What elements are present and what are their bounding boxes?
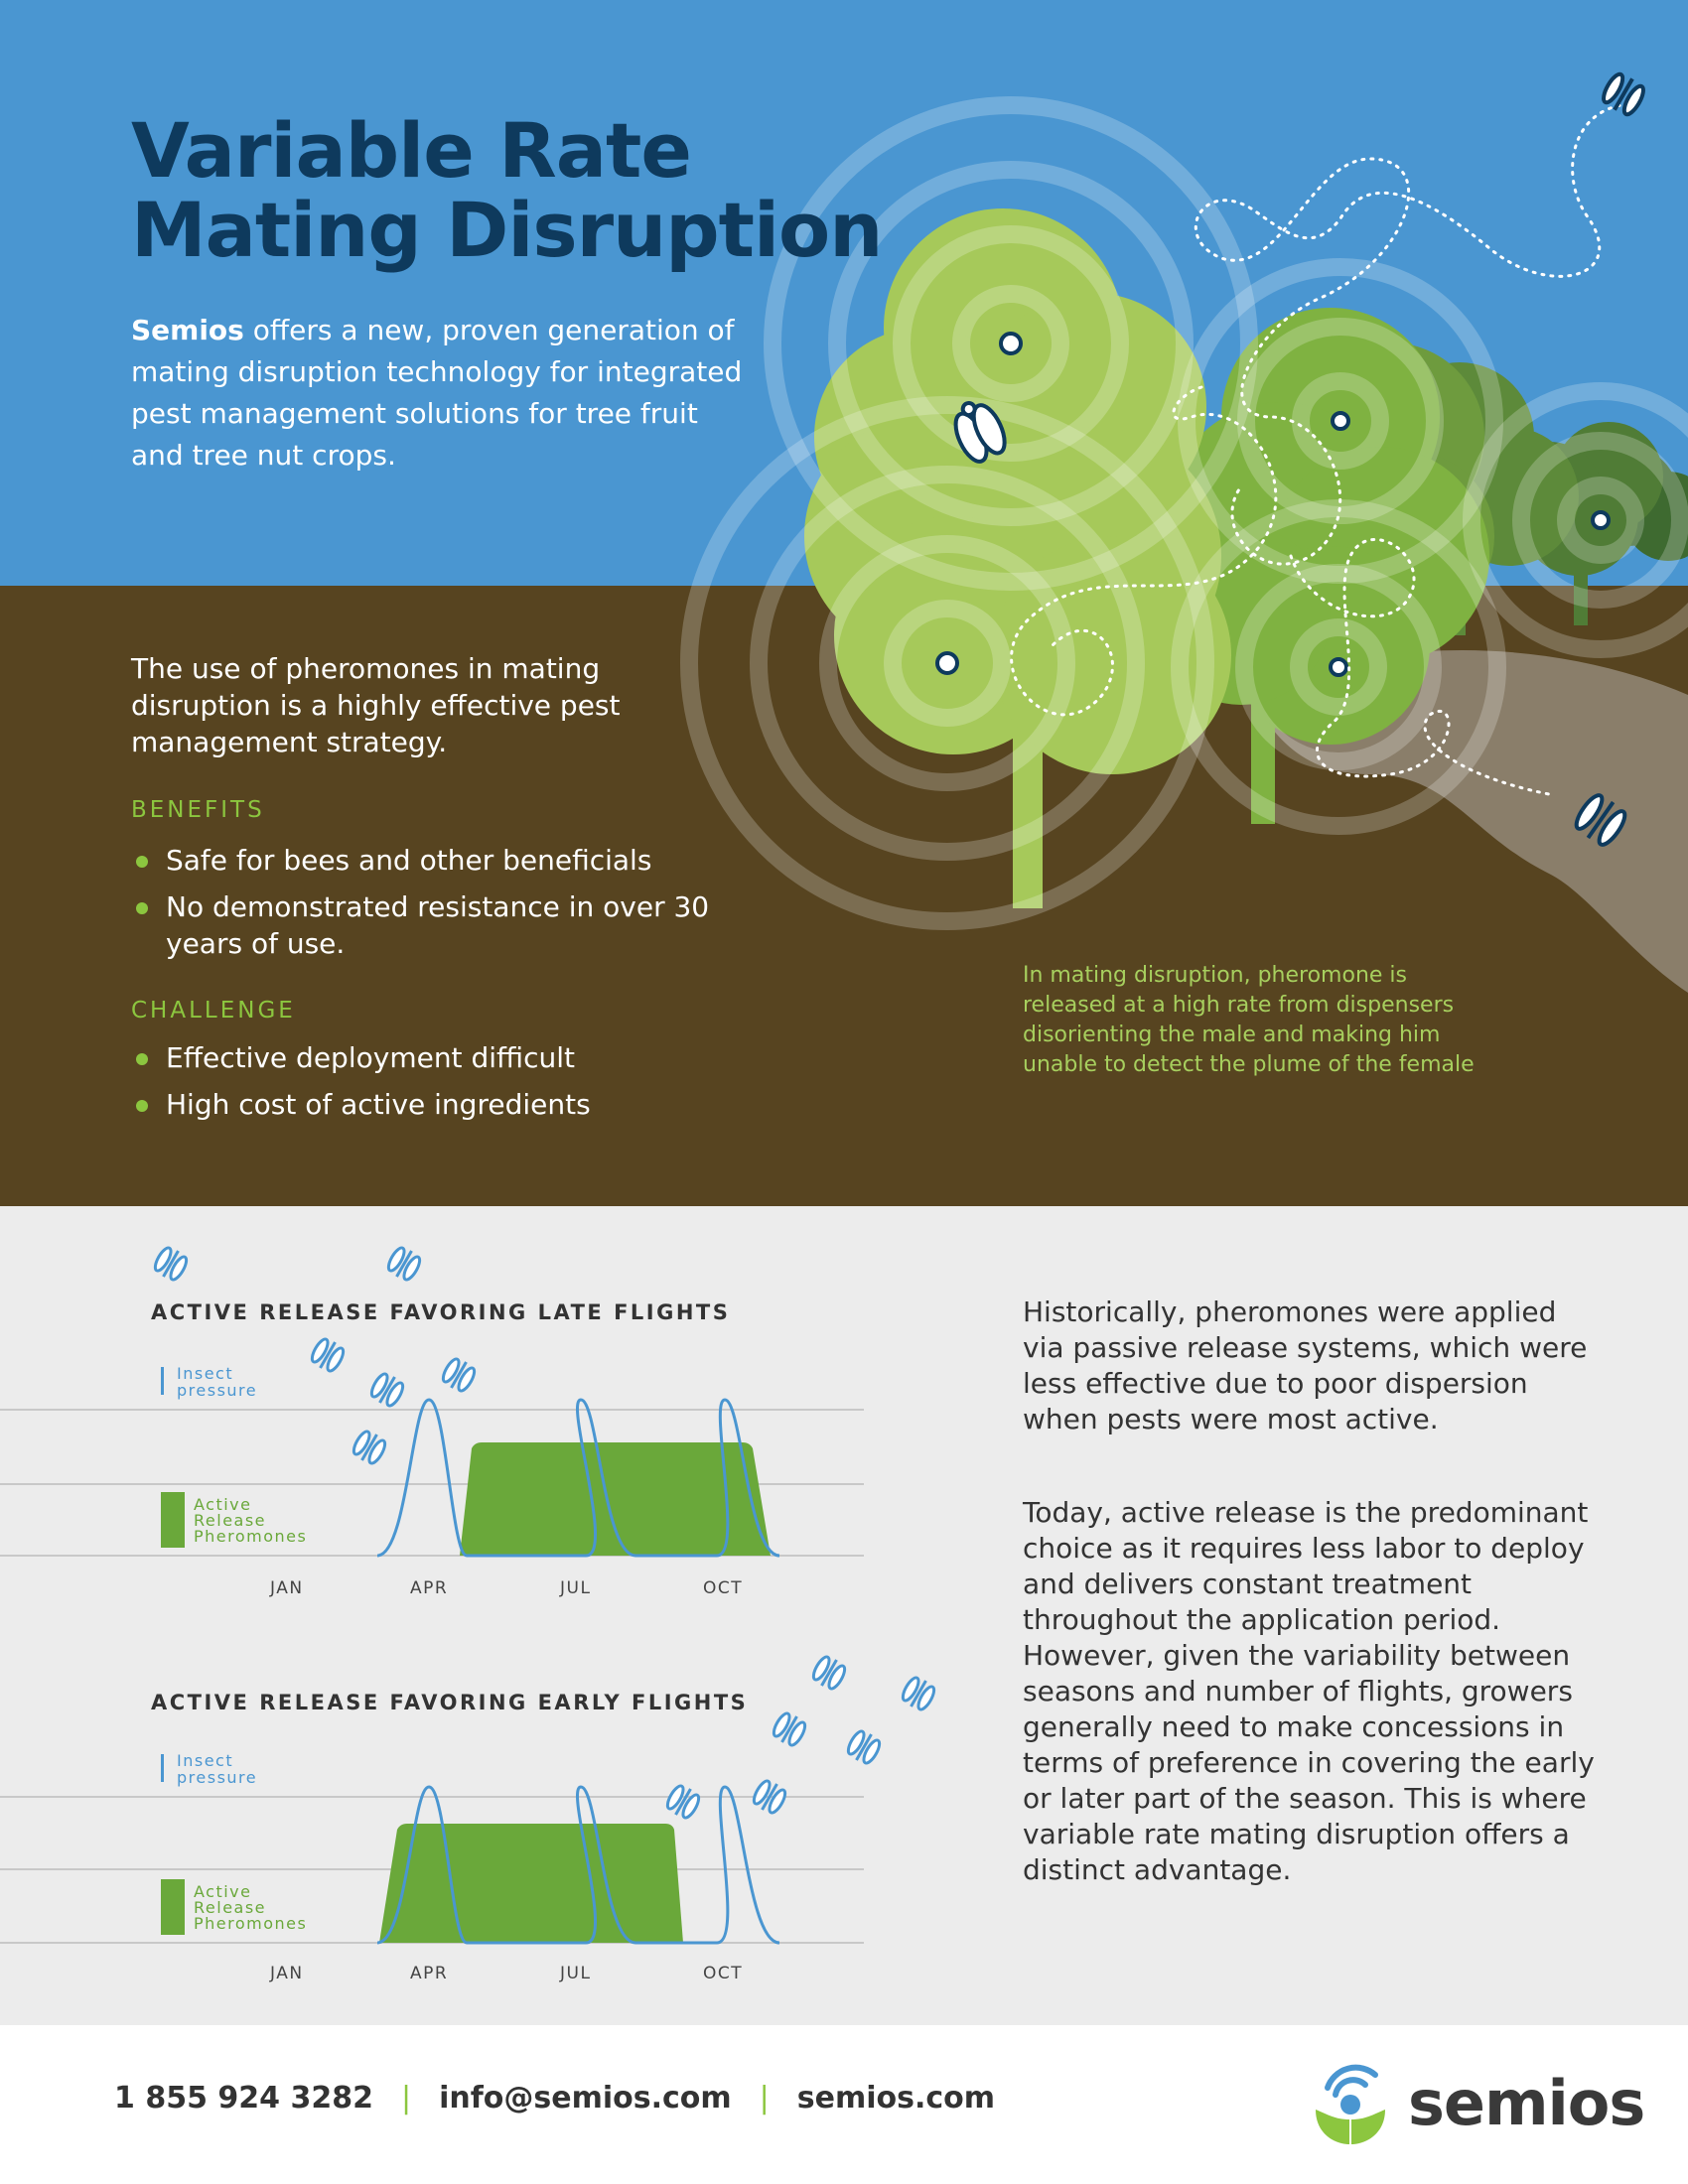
illustration-caption: In mating disruption, pheromone is relea… [1023, 963, 1475, 1077]
legend-pressure-2: pressure [177, 1381, 257, 1400]
chart-1-title: ACTIVE RELEASE FAVORING LATE FLIGHTS [151, 1300, 731, 1324]
bullet-icon [136, 902, 148, 914]
list-item-text: No demonstrated resistance in over 30 ye… [166, 890, 710, 960]
pressure-legend-swatch [161, 1754, 164, 1782]
legend-release-3: Pheromones [194, 1914, 307, 1933]
contact-line: 1 855 924 3282 | info@semios.com | semios.co… [114, 2081, 995, 2116]
insect-pressure-line [376, 1785, 780, 1945]
release-legend-swatch [161, 1492, 185, 1548]
list-item: Safe for bees and other beneficials [131, 842, 747, 879]
legend-pressure-2: pressure [177, 1768, 257, 1787]
lead-paragraph: The use of pheromones in mating disrupti… [131, 652, 621, 758]
insect-icon [310, 1337, 346, 1373]
title-line-2: Mating Disruption [131, 186, 883, 274]
separator: | [759, 2081, 770, 2116]
insect-icon [846, 1729, 882, 1765]
chart-2-title: ACTIVE RELEASE FAVORING EARLY FLIGHTS [151, 1691, 749, 1714]
month-label: APR [410, 1578, 449, 1598]
chart-2: Insect pressure Active Release Pheromone… [0, 1751, 864, 1945]
bullet-icon [136, 1053, 148, 1065]
footer [0, 2025, 1688, 2184]
list-item-text: High cost of active ingredients [166, 1088, 591, 1121]
month-label: JUL [560, 1578, 592, 1598]
list-item: Effective deployment difficult [131, 1039, 747, 1076]
release-area [460, 1442, 771, 1556]
bullet-icon [136, 1100, 148, 1112]
legend-pressure-1: Insect [177, 1751, 233, 1770]
website-link[interactable]: semios.com [796, 2081, 996, 2116]
list-item-text: Effective deployment difficult [166, 1041, 575, 1074]
body-paragraph-2: Today, active release is the predominant… [1023, 1496, 1595, 1886]
legend-release-1: Active [194, 1882, 252, 1901]
chart-1-axis: JAN APR JUL OCT [0, 1578, 894, 1608]
title-line-1: Variable Rate [131, 106, 692, 195]
bullet-icon [136, 856, 148, 868]
list-item: No demonstrated resistance in over 30 ye… [131, 888, 762, 962]
intro-brand: Semios [131, 314, 244, 346]
list-item: High cost of active ingredients [131, 1086, 747, 1123]
challenge-heading: CHALLENGE [131, 998, 296, 1024]
challenge-list: Effective deployment difficult High cost… [131, 1039, 747, 1133]
month-label: OCT [703, 1578, 744, 1598]
chart-insects-decoration [153, 1246, 936, 1820]
legend-release-2: Release [194, 1511, 266, 1530]
insect-icon [665, 1784, 701, 1820]
legend-release-2: Release [194, 1898, 266, 1917]
pressure-legend-swatch [161, 1367, 164, 1395]
intro-paragraph: Semios offers a new, proven generation o… [131, 310, 747, 477]
month-label: APR [410, 1964, 449, 1983]
semios-logo-icon [1316, 2064, 1385, 2144]
legend-release-1: Active [194, 1495, 252, 1514]
insect-icon [901, 1676, 936, 1711]
insect-icon [386, 1246, 422, 1282]
month-label: JAN [270, 1964, 304, 1983]
email-link[interactable]: info@semios.com [439, 2081, 732, 2116]
legend-pressure-1: Insect [177, 1364, 233, 1383]
intro-text: offers a new, proven generation of matin… [131, 314, 743, 472]
benefits-heading: BENEFITS [131, 797, 265, 823]
phone-number: 1 855 924 3282 [114, 2081, 373, 2116]
chart-1: Insect pressure Active Release Pheromone… [0, 1364, 864, 1558]
month-label: OCT [703, 1964, 744, 1983]
insect-icon [811, 1655, 847, 1691]
insect-icon [352, 1430, 387, 1465]
semios-logo-text: semios [1408, 2067, 1645, 2139]
insect-icon [441, 1357, 477, 1393]
release-area [379, 1824, 683, 1943]
release-legend-swatch [161, 1879, 185, 1935]
insect-icons [953, 71, 1645, 847]
insect-icon [752, 1779, 787, 1815]
month-label: JAN [270, 1578, 304, 1598]
insect-icon [153, 1246, 189, 1282]
month-label: JUL [560, 1964, 592, 1983]
page-title: Variable Rate Mating Disruption [131, 111, 945, 270]
chart-2-axis: JAN APR JUL OCT [0, 1964, 894, 1993]
body-paragraph-1: Historically, pheromones were applied vi… [1023, 1296, 1588, 1435]
separator: | [400, 2081, 412, 2116]
insect-icon [772, 1711, 807, 1747]
insect-pressure-line [376, 1398, 780, 1558]
insect-icon [369, 1372, 405, 1408]
legend-release-3: Pheromones [194, 1527, 307, 1546]
orchard-illustration [804, 71, 1688, 993]
list-item-text: Safe for bees and other beneficials [166, 844, 652, 877]
benefits-list: Safe for bees and other beneficials No d… [131, 842, 747, 972]
